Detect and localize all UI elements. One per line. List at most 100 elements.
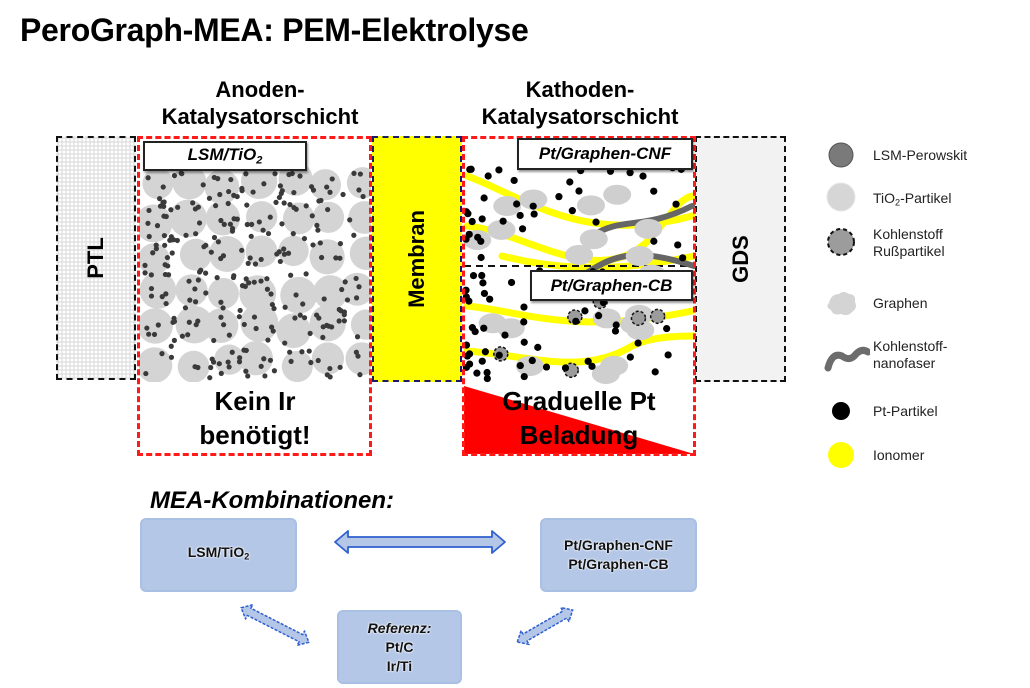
pt-particle <box>612 321 620 329</box>
lsm-particle <box>333 255 339 261</box>
lsm-particle <box>357 171 363 177</box>
legend-label-ionomer: Ionomer <box>873 447 925 463</box>
cathode-note: Graduelle Pt Beladung <box>464 384 694 452</box>
lsm-particle <box>148 285 155 292</box>
lsm-particle <box>251 279 257 285</box>
lsm-particle <box>282 340 288 346</box>
lsm-particle <box>267 214 273 220</box>
lsm-particle <box>244 221 250 228</box>
lsm-particle <box>336 306 342 313</box>
anode-heading-line2: Katalysatorschicht <box>161 104 359 129</box>
pt-particle <box>581 307 589 315</box>
lsm-particle <box>245 260 251 266</box>
pt-particle <box>674 241 682 249</box>
pt-particle <box>480 289 489 298</box>
lsm-particle <box>168 343 174 349</box>
lsm-particle <box>148 293 155 299</box>
lsm-particle <box>243 171 249 177</box>
tio2-particle <box>281 350 313 382</box>
cathode-cnf-label-box: Pt/Graphen-CNF <box>517 138 693 170</box>
lsm-particle <box>279 221 285 227</box>
anode-label: LSM/TiO2 <box>187 145 263 167</box>
cathode-catalyst-layer-box <box>462 136 696 456</box>
combo-cathode-box: Pt/Graphen-CNF Pt/Graphen-CB <box>540 518 697 592</box>
lsm-particle <box>162 262 168 268</box>
lsm-particle <box>339 286 345 293</box>
lsm-particle <box>226 364 232 370</box>
lsm-particle <box>221 322 227 328</box>
lsm-particle <box>287 349 293 355</box>
tio2-particle <box>175 274 208 307</box>
membrane-layer: Membran <box>372 136 462 382</box>
carbon-black-particle-icon <box>827 228 855 256</box>
pt-particle <box>530 210 538 218</box>
pt-particle <box>529 202 537 210</box>
lsm-particle <box>168 207 174 213</box>
pt-particle <box>566 178 574 186</box>
lsm-particle <box>285 250 292 256</box>
lsm-particle <box>344 297 351 303</box>
pt-particle <box>501 331 509 339</box>
tio2-particle-icon <box>826 182 856 212</box>
cathode-heading: Kathoden- Katalysatorschicht <box>455 76 705 130</box>
lsm-particle <box>200 182 206 188</box>
tio2-particle <box>245 235 278 268</box>
pt-particle <box>480 324 488 332</box>
lsm-particle <box>329 176 335 182</box>
lsm-particle <box>226 188 232 195</box>
lsm-particle <box>231 273 237 279</box>
pt-particle <box>651 368 659 376</box>
lsm-particle <box>252 261 259 267</box>
pt-particle <box>484 172 492 180</box>
anode-heading-line1: Anoden- <box>215 77 305 102</box>
lsm-particle <box>160 184 166 190</box>
lsm-particle <box>164 254 171 261</box>
lsm-particle <box>183 232 189 238</box>
arrow-anode-reference <box>240 603 310 647</box>
carbon-black-particle <box>649 308 666 325</box>
lsm-particle <box>153 242 159 248</box>
lsm-particle <box>234 216 240 222</box>
lsm-particle <box>243 368 249 374</box>
graphene-flake <box>519 189 548 210</box>
lsm-particle <box>218 299 224 305</box>
anode-catalyst-layer-box <box>137 136 372 456</box>
anode-note-line2: benötigt! <box>199 420 311 450</box>
pt-particle <box>471 327 479 336</box>
pt-particle <box>495 351 503 359</box>
lsm-particle <box>261 356 267 362</box>
gds-layer: GDS <box>695 136 786 382</box>
cathode-note-line2: Beladung <box>519 420 639 450</box>
cathode-heading-line1: Kathoden- <box>525 77 635 102</box>
lsm-particle <box>196 220 203 226</box>
legend-label-tio2: TiO2-Partikel <box>873 190 952 208</box>
pt-particle <box>478 215 486 223</box>
pt-particle <box>477 253 485 262</box>
lsm-particle <box>262 373 268 379</box>
pt-particle <box>499 217 507 225</box>
graphene-flake <box>603 184 632 205</box>
lsm-particle <box>239 188 245 194</box>
lsm-particle <box>324 184 330 190</box>
pt-particle <box>626 353 634 361</box>
lsm-particle <box>250 189 256 195</box>
pt-particle <box>495 166 503 174</box>
lsm-particle <box>301 315 308 321</box>
legend-icons <box>824 142 870 468</box>
pt-particle <box>510 176 518 185</box>
lsm-particle <box>273 199 279 205</box>
lsm-particle <box>195 318 201 324</box>
tio2-particle <box>280 276 318 314</box>
lsm-particle <box>318 197 324 204</box>
pt-particle <box>520 338 528 346</box>
lsm-particle <box>291 189 297 196</box>
lsm-particle <box>171 337 177 344</box>
cathode-heading-line2: Katalysatorschicht <box>481 104 679 129</box>
lsm-particle <box>175 204 181 210</box>
lsm-particle <box>168 354 175 360</box>
lsm-particle <box>208 249 214 255</box>
pt-particle <box>639 172 647 180</box>
lsm-particle <box>179 333 186 339</box>
lsm-particle <box>256 219 262 225</box>
lsm-particle <box>268 291 274 297</box>
